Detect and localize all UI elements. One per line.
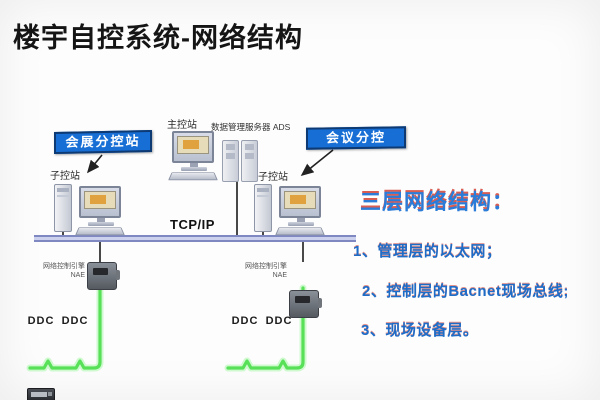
substation-left-monitor-icon xyxy=(75,186,125,236)
ddc-label: DDC xyxy=(61,315,89,327)
callout-conference-substation: 会议分控 xyxy=(306,126,406,150)
tcpip-label: TCP/IP xyxy=(170,217,215,232)
substation-right-label: 子控站 xyxy=(258,172,288,183)
nae-right-label-line1: 网络控制引擎 xyxy=(245,263,287,270)
panel-item-1: 1、管理层的以太网； xyxy=(353,243,502,260)
panel-heading: 三层网络结构： xyxy=(360,191,514,214)
substation-left-tower-icon xyxy=(54,184,72,232)
main-station-label: 主控站 xyxy=(167,120,197,131)
nae-left-label-line1: 网络控制引擎 xyxy=(43,263,85,270)
nae-right-label: 网络控制引擎 NAE xyxy=(231,263,287,281)
substation-right-tower-icon xyxy=(254,184,272,232)
ddc-label: DDC xyxy=(231,315,259,327)
nae-right-label-line2: NAE xyxy=(272,271,287,279)
nae-left-label-line2: NAE xyxy=(70,271,85,279)
panel-item-2: 2、控制层的Bacnet现场总线; xyxy=(362,283,569,300)
nae-left-device-icon xyxy=(87,262,120,290)
page-title: 楼宇自控系统-网络结构 xyxy=(13,23,303,53)
nae-right-device-icon xyxy=(289,290,322,318)
data-server-label: 数据管理服务器 ADS xyxy=(211,122,291,132)
ddc-label: DDC xyxy=(265,315,293,327)
callout-exhibition-substation: 会展分控站 xyxy=(54,129,152,155)
fieldbus-left xyxy=(26,284,104,372)
ddc-label: DDC xyxy=(27,315,55,327)
nae-left-label: 网络控制引擎 NAE xyxy=(29,263,85,281)
substation-left-label: 子控站 xyxy=(50,171,80,182)
main-workstation-icon xyxy=(168,131,218,181)
data-server-icon xyxy=(222,140,258,187)
tcpip-bus-bar xyxy=(34,235,356,242)
panel-item-3: 3、现场设备层。 xyxy=(361,322,479,339)
ddc-device-icon xyxy=(27,388,55,400)
substation-right-monitor-icon xyxy=(275,186,325,236)
